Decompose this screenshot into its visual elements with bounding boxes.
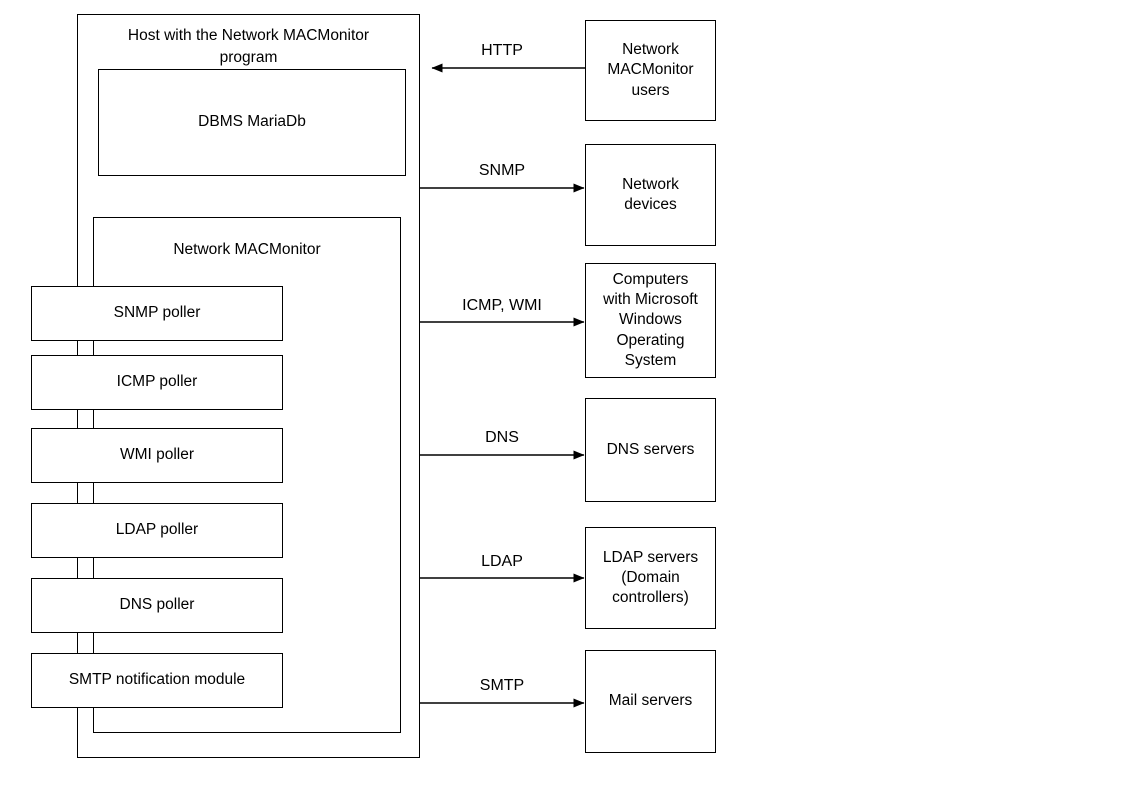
dbms-mariadb-label: DBMS MariaDb: [198, 113, 306, 131]
external-ldap-servers: LDAP servers (Domain controllers): [585, 527, 716, 629]
module-icmp-poller-label: ICMP poller: [116, 373, 198, 391]
connector-label-http: HTTP: [481, 42, 523, 59]
external-network-devices: Network devices: [585, 144, 716, 246]
external-macmonitor-users-label: Network MACMonitor users: [607, 41, 694, 99]
module-smtp-notification: SMTP notification module: [31, 653, 283, 708]
connector-label-icmp-wmi: ICMP, WMI: [462, 297, 542, 314]
dbms-mariadb-box: DBMS MariaDb: [98, 69, 406, 176]
connector-label-dns: DNS: [485, 429, 519, 446]
connector-label-smtp: SMTP: [479, 677, 525, 694]
module-dns-poller-label: DNS poller: [119, 596, 195, 614]
host-title: Host with the Network MACMonitor program: [127, 27, 370, 67]
external-mail-servers: Mail servers: [585, 650, 716, 753]
connector-label-ldap: LDAP: [481, 553, 523, 570]
external-ldap-servers-label: LDAP servers (Domain controllers): [602, 548, 699, 607]
module-ldap-poller: LDAP poller: [31, 503, 283, 558]
external-dns-servers-label: DNS servers: [606, 440, 695, 458]
module-icmp-poller: ICMP poller: [31, 355, 283, 410]
module-ldap-poller-label: LDAP poller: [115, 521, 199, 539]
external-network-devices-label: Network devices: [622, 175, 679, 213]
external-windows-computers-label: Computers with Microsoft Windows Operati…: [603, 271, 698, 369]
external-macmonitor-users: Network MACMonitor users: [585, 20, 716, 121]
network-macmonitor-title: Network MACMonitor: [173, 241, 321, 258]
module-wmi-poller-label: WMI poller: [119, 446, 195, 464]
module-snmp-poller-label: SNMP poller: [113, 304, 201, 322]
external-windows-computers: Computers with Microsoft Windows Operati…: [585, 263, 716, 378]
module-snmp-poller: SNMP poller: [31, 286, 283, 341]
module-smtp-notification-label: SMTP notification module: [68, 671, 246, 689]
external-mail-servers-label: Mail servers: [608, 692, 693, 710]
module-wmi-poller: WMI poller: [31, 428, 283, 483]
connector-label-snmp: SNMP: [478, 162, 526, 179]
external-dns-servers: DNS servers: [585, 398, 716, 502]
module-dns-poller: DNS poller: [31, 578, 283, 633]
